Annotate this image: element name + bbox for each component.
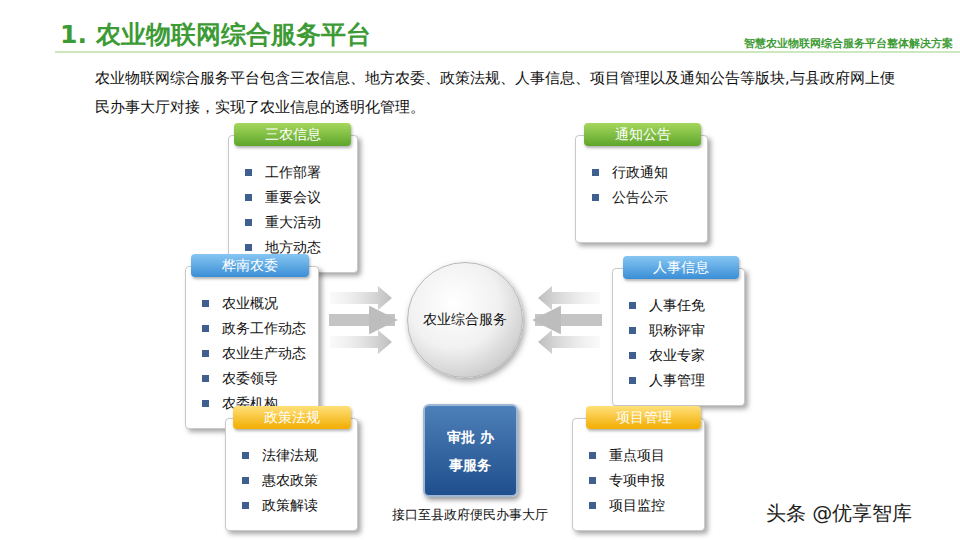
module-heading: 人事信息 — [623, 256, 739, 279]
module-item: 农业专家 — [627, 343, 736, 368]
module-box: 项目管理重点项目专项申报项目监控 — [572, 418, 705, 531]
module-item: 农业生产动态 — [200, 341, 310, 366]
hub-circle: 农业综合服务 — [407, 262, 523, 378]
module-item: 人事管理 — [627, 368, 736, 393]
flow-arrow — [535, 314, 602, 326]
module-item: 公告公示 — [590, 185, 699, 210]
module-box: 通知公告行政通知公告公示 — [575, 135, 708, 243]
module-item: 职称评审 — [627, 318, 736, 343]
module-item: 重大活动 — [243, 210, 349, 235]
module-heading: 三农信息 — [234, 123, 351, 146]
module-box: 桦南农委农业概况政务工作动态农业生产动态农委领导农委机构 — [185, 266, 319, 429]
module-item: 政务工作动态 — [200, 316, 310, 341]
service-box: 审批 办事服务 — [423, 404, 518, 497]
flow-arrow — [329, 314, 395, 326]
header-note: 智慧农业物联网综合服务平台整体解决方案 — [744, 37, 953, 51]
module-item: 农委领导 — [200, 366, 310, 391]
watermark: 头条 @优享智库 — [766, 500, 912, 527]
module-item: 政策解读 — [240, 493, 349, 518]
module-heading: 政策法规 — [233, 406, 351, 429]
module-item: 农业概况 — [200, 291, 310, 316]
module-item: 人事任免 — [627, 293, 736, 318]
module-item: 工作部署 — [243, 160, 349, 185]
intro-text: 农业物联网综合服务平台包含三农信息、地方农委、政策法规、人事信息、项目管理以及通… — [95, 64, 905, 122]
service-label: 审批 办事服务 — [445, 423, 495, 479]
module-item: 项目监控 — [587, 493, 696, 518]
module-heading: 通知公告 — [584, 123, 701, 146]
module-item: 重要会议 — [243, 185, 349, 210]
title: 1. 农业物联网综合服务平台 — [60, 18, 371, 51]
module-item: 重点项目 — [587, 443, 696, 468]
hub-label: 农业综合服务 — [423, 311, 507, 329]
module-item: 法律法规 — [240, 443, 349, 468]
module-item: 惠农政策 — [240, 468, 349, 493]
title-rule — [55, 51, 960, 52]
module-item: 专项申报 — [587, 468, 696, 493]
module-box: 人事信息人事任免职称评审农业专家人事管理 — [612, 268, 745, 406]
module-heading: 项目管理 — [586, 406, 701, 429]
module-item: 行政通知 — [590, 160, 699, 185]
module-box: 三农信息工作部署重要会议重大活动地方动态 — [228, 135, 358, 273]
interface-caption: 接口至县政府便民办事大厅 — [370, 506, 570, 524]
module-box: 政策法规法律法规惠农政策政策解读 — [225, 418, 358, 531]
module-heading: 桦南农委 — [191, 254, 309, 277]
